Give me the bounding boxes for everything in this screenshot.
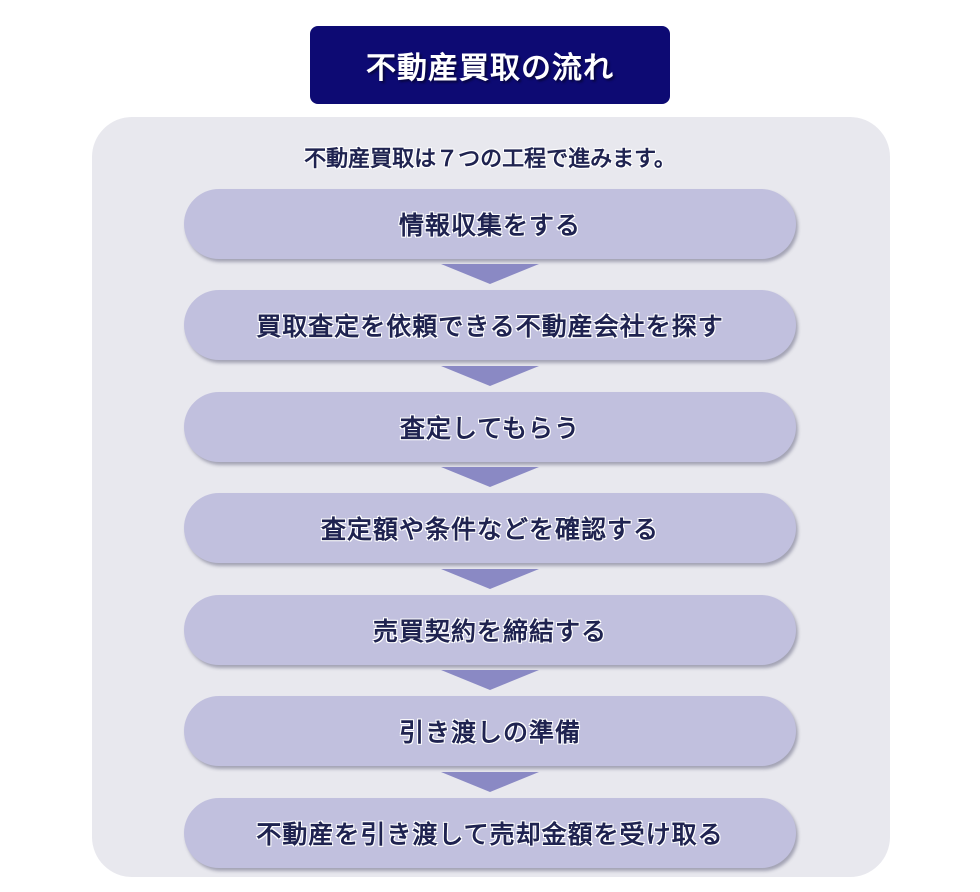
flow-step-label: 買取査定を依頼できる不動産会社を探す <box>256 312 724 341</box>
flow-step-4: 査定額や条件などを確認する <box>184 493 796 563</box>
down-arrow-icon <box>441 772 539 792</box>
flow-step-3: 査定してもらう <box>184 392 796 462</box>
down-arrow-icon <box>441 670 539 690</box>
title-banner: 不動産買取の流れ <box>310 26 670 104</box>
down-arrow-icon <box>441 264 539 284</box>
flow-step-label: 売買契約を締結する <box>372 617 607 646</box>
flow-step-7: 不動産を引き渡して売却金額を受け取る <box>184 798 796 868</box>
page-title: 不動産買取の流れ <box>366 51 614 86</box>
down-arrow-icon <box>441 467 539 487</box>
flow-step-label: 引き渡しの準備 <box>398 718 581 747</box>
flow-step-label: 査定してもらう <box>399 414 580 443</box>
flow-step-1: 情報収集をする <box>184 189 796 259</box>
down-arrow-icon <box>441 569 539 589</box>
flow-step-label: 情報収集をする <box>398 211 581 240</box>
flow-step-6: 引き渡しの準備 <box>184 696 796 766</box>
flow-step-2: 買取査定を依頼できる不動産会社を探す <box>184 290 796 360</box>
down-arrow-icon <box>441 366 539 386</box>
flow-step-label: 査定額や条件などを確認する <box>320 515 659 544</box>
flow-step-5: 売買契約を締結する <box>184 595 796 665</box>
flow-subtitle: 不動産買取は７つの工程で進みます。 <box>304 147 676 172</box>
flow-step-label: 不動産を引き渡して売却金額を受け取る <box>256 820 724 849</box>
